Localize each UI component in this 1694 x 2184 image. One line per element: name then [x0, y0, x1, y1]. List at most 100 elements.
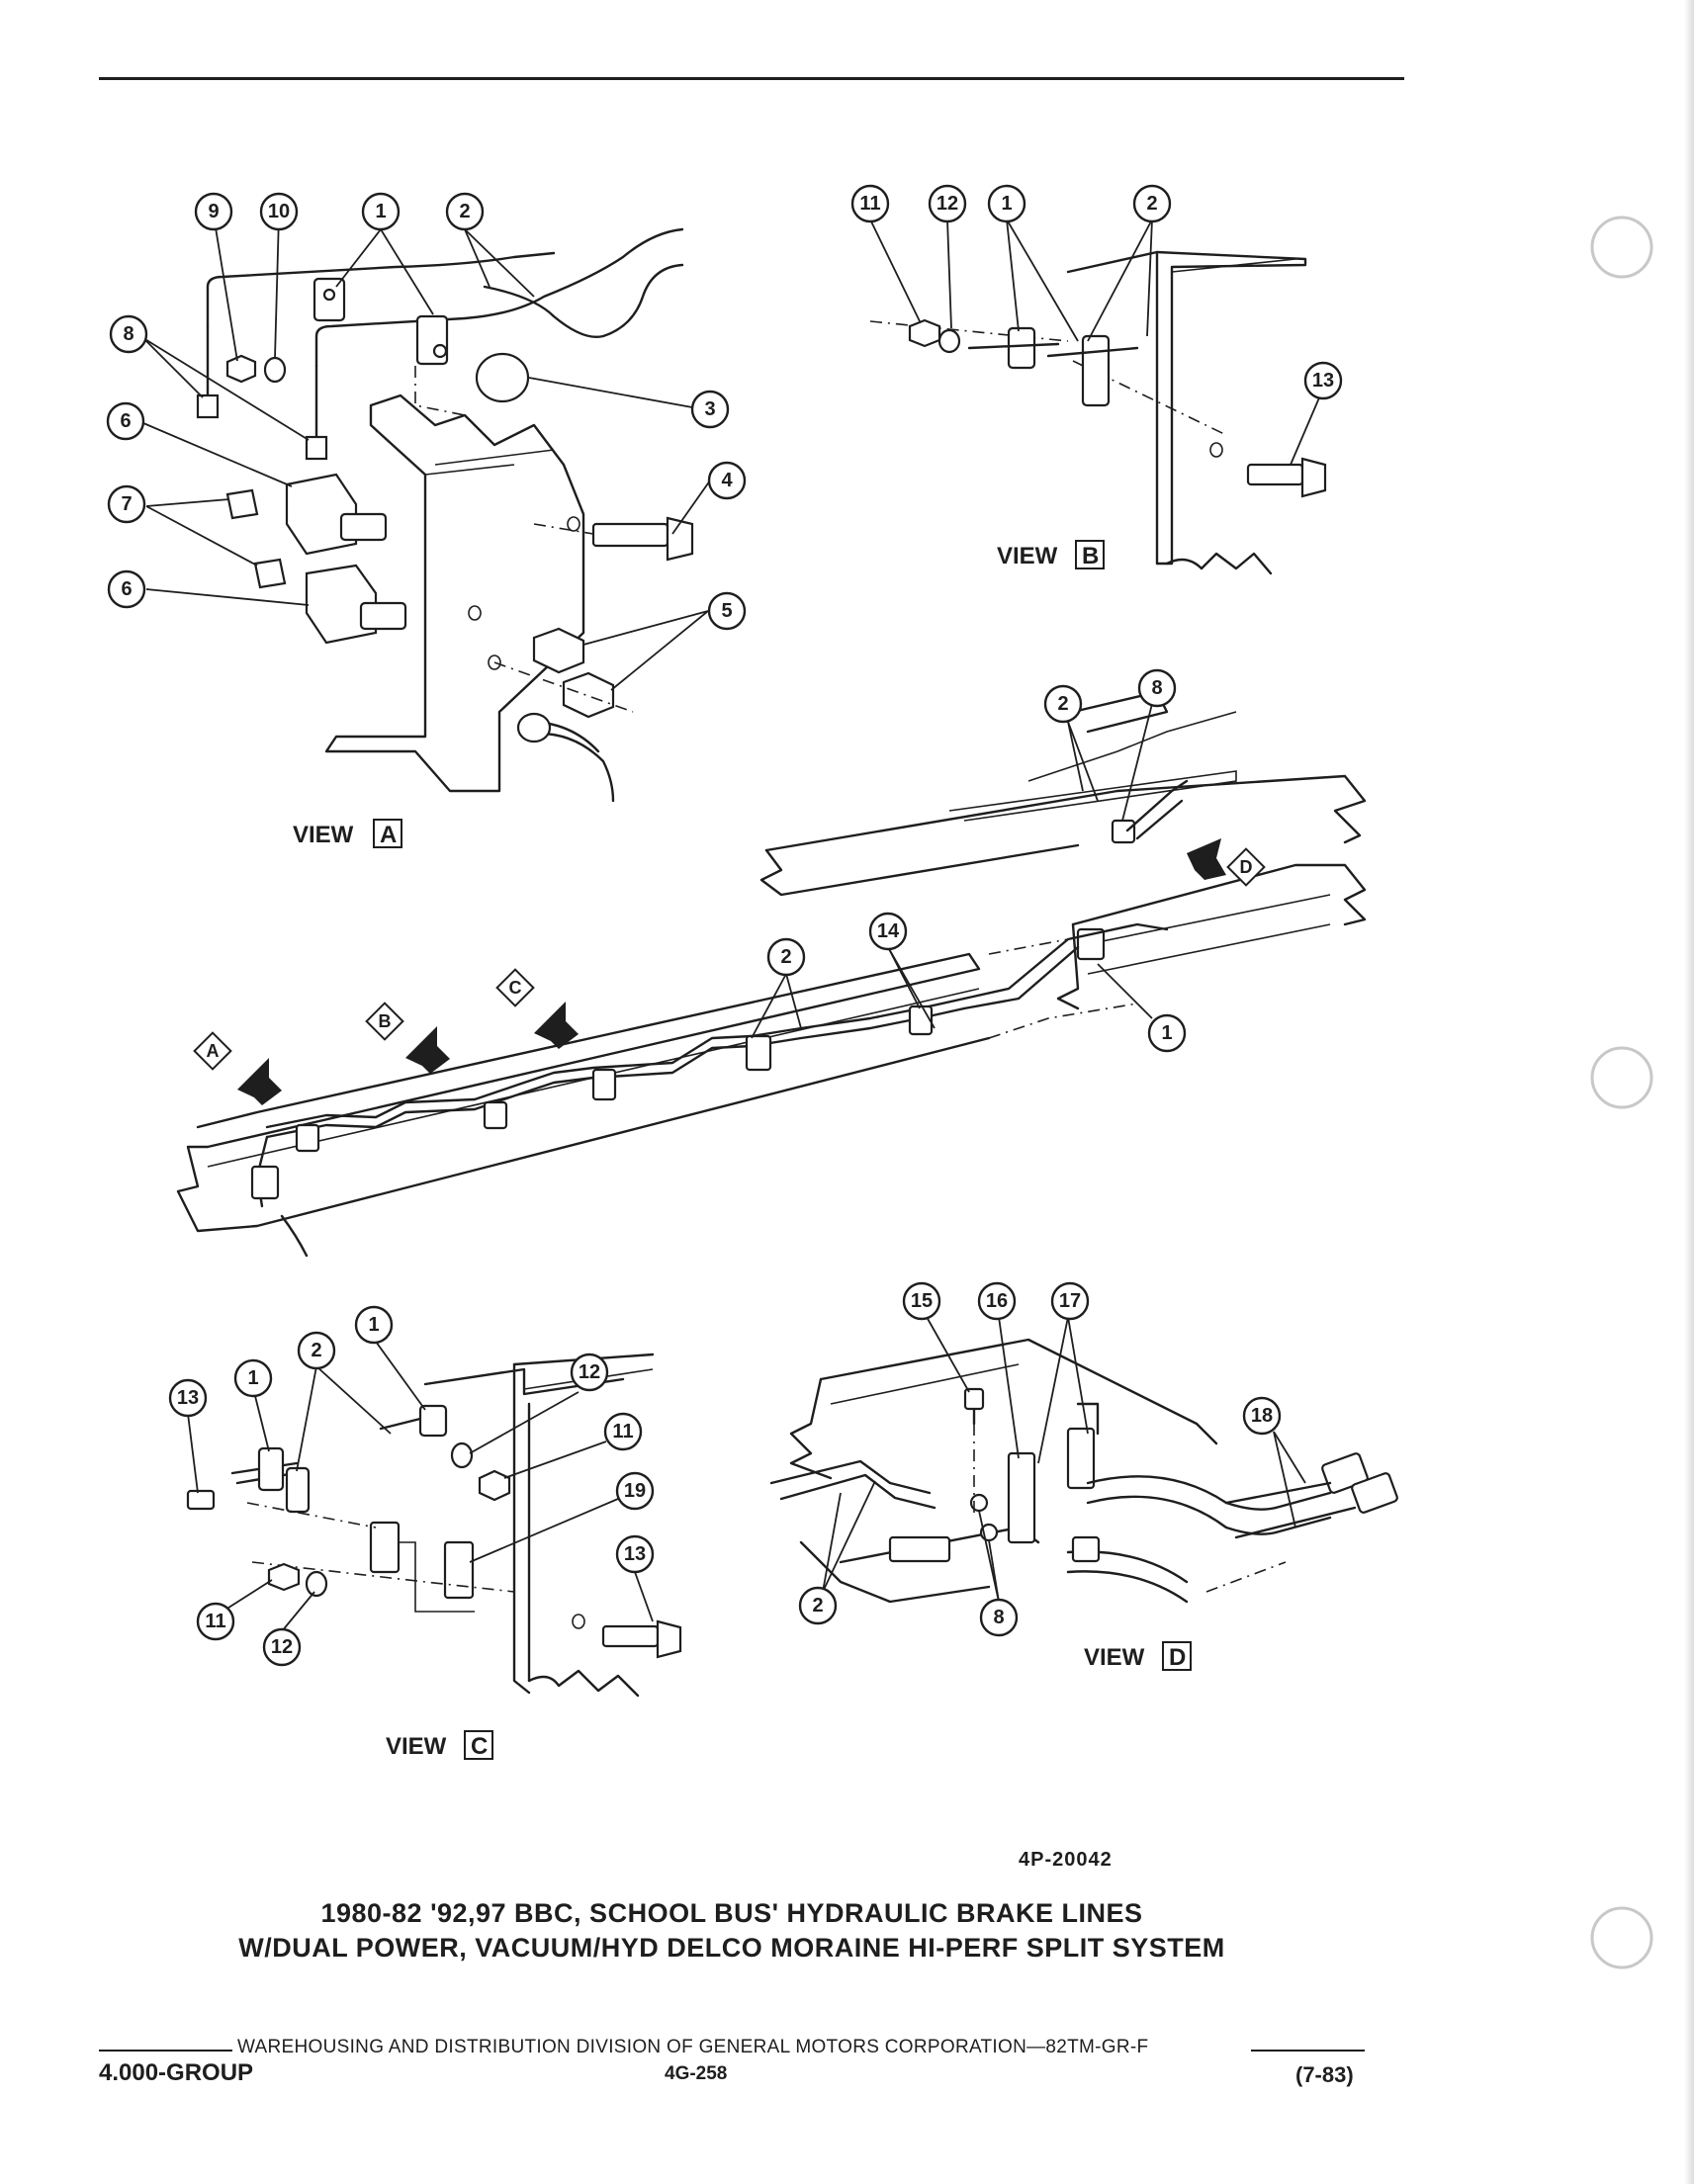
- svg-text:VIEW: VIEW: [386, 1733, 447, 1760]
- callout-12: 12: [570, 1353, 609, 1392]
- main-frame-callouts: 2 8 2 14 1: [766, 668, 1187, 1053]
- footer-rule-right: [1251, 2050, 1365, 2052]
- footer-group: 4.000-GROUP: [99, 2059, 254, 2086]
- svg-text:B: B: [1082, 543, 1099, 569]
- view-a-drawing: [196, 227, 694, 803]
- svg-text:C: C: [509, 978, 522, 998]
- svg-text:12: 12: [936, 193, 958, 215]
- callout-8: 8: [979, 1598, 1019, 1637]
- svg-text:A: A: [207, 1041, 220, 1061]
- callout-6: 6: [106, 401, 145, 441]
- svg-text:2: 2: [812, 1595, 823, 1616]
- callout-3: 3: [690, 390, 730, 429]
- svg-text:13: 13: [177, 1387, 199, 1409]
- svg-text:4: 4: [721, 470, 733, 491]
- svg-text:7: 7: [121, 493, 132, 515]
- callout-7: 7: [107, 484, 146, 524]
- callout-12: 12: [262, 1627, 302, 1667]
- callout-13: 13: [1303, 361, 1343, 400]
- callout-1: 1: [361, 192, 401, 231]
- svg-text:16: 16: [986, 1290, 1008, 1312]
- view-c-drawing: [186, 1353, 682, 1698]
- svg-text:2: 2: [1057, 693, 1068, 715]
- svg-text:12: 12: [579, 1361, 600, 1383]
- callout-13: 13: [615, 1534, 655, 1574]
- svg-text:1: 1: [375, 201, 386, 222]
- callout-5: 5: [707, 591, 747, 631]
- callout-9: 9: [194, 192, 233, 231]
- view-a-label: VIEW A: [293, 819, 402, 848]
- callout-18: 18: [1242, 1396, 1282, 1436]
- callout-1: 1: [987, 184, 1026, 223]
- svg-text:1: 1: [368, 1314, 379, 1336]
- binder-holes: [1590, 216, 1653, 1969]
- callout-14: 14: [868, 912, 908, 951]
- callout-11: 11: [196, 1602, 235, 1641]
- svg-text:19: 19: [624, 1480, 646, 1502]
- svg-text:14: 14: [877, 920, 900, 942]
- callout-6: 6: [107, 569, 146, 609]
- svg-text:18: 18: [1251, 1405, 1273, 1427]
- svg-text:9: 9: [208, 201, 219, 222]
- svg-text:13: 13: [624, 1543, 646, 1565]
- svg-text:A: A: [380, 822, 397, 848]
- callout-19: 19: [615, 1471, 655, 1511]
- svg-text:2: 2: [459, 201, 470, 222]
- figure-title-line-1: 1980-82 '92,97 BBC, SCHOOL BUS' HYDRAULI…: [320, 1898, 1143, 1928]
- svg-text:2: 2: [311, 1340, 321, 1361]
- svg-text:11: 11: [612, 1421, 633, 1442]
- callout-11: 11: [850, 184, 890, 223]
- svg-text:1: 1: [1161, 1022, 1172, 1044]
- svg-text:17: 17: [1059, 1290, 1081, 1312]
- callout-2: 2: [766, 937, 806, 977]
- callout-2: 2: [1043, 684, 1083, 724]
- callout-2: 2: [445, 192, 485, 231]
- view-b-label: VIEW B: [997, 540, 1105, 569]
- svg-text:B: B: [379, 1011, 392, 1031]
- view-b-callouts: 11 12 1 2 13: [850, 184, 1343, 400]
- callout-1: 1: [1147, 1013, 1187, 1053]
- top-rule: [99, 77, 1404, 80]
- svg-text:VIEW: VIEW: [997, 543, 1058, 569]
- view-c-leaders: [187, 1334, 654, 1632]
- svg-text:1: 1: [247, 1367, 258, 1389]
- svg-text:VIEW: VIEW: [1084, 1644, 1145, 1671]
- callout-11: 11: [603, 1412, 643, 1451]
- view-a-leaders: [142, 215, 711, 691]
- svg-text:12: 12: [271, 1636, 293, 1658]
- svg-text:11: 11: [205, 1611, 225, 1632]
- callout-1: 1: [354, 1305, 394, 1345]
- page-edge-shadow: [1684, 0, 1694, 2184]
- footer-date: (7-83): [1295, 2062, 1354, 2087]
- callout-16: 16: [977, 1281, 1017, 1321]
- svg-text:2: 2: [780, 946, 791, 968]
- svg-text:13: 13: [1312, 370, 1334, 392]
- view-d-drawing: [769, 1338, 1398, 1604]
- view-b-arrow: B: [365, 1002, 450, 1074]
- callout-1: 1: [233, 1358, 273, 1398]
- view-c-label: VIEW C: [386, 1730, 493, 1760]
- callout-17: 17: [1050, 1281, 1090, 1321]
- svg-text:5: 5: [721, 600, 732, 622]
- footer-rule-left: [99, 2050, 232, 2052]
- callout-2: 2: [297, 1331, 336, 1370]
- view-d-callouts: 15 16 17 18 2 8: [798, 1281, 1282, 1637]
- view-d-arrow: D: [1187, 838, 1266, 887]
- callout-12: 12: [928, 184, 967, 223]
- view-c-callouts: 1 13 1 2 12 11 19 13 11 12: [168, 1305, 655, 1667]
- svg-text:6: 6: [121, 578, 132, 600]
- footer-division-line: WAREHOUSING AND DISTRIBUTION DIVISION OF…: [237, 2037, 1149, 2057]
- callout-2: 2: [1132, 184, 1172, 223]
- footer-page-number: 4G-258: [665, 2063, 728, 2084]
- svg-text:VIEW: VIEW: [293, 822, 354, 848]
- svg-text:11: 11: [859, 193, 880, 215]
- svg-text:1: 1: [1001, 193, 1012, 215]
- view-b-leaders: [869, 218, 1321, 466]
- svg-text:8: 8: [123, 323, 134, 345]
- svg-text:2: 2: [1146, 193, 1157, 215]
- callout-8: 8: [109, 314, 148, 354]
- svg-text:8: 8: [1151, 677, 1162, 699]
- figure-title-line-2: W/DUAL POWER, VACUUM/HYD DELCO MORAINE H…: [238, 1933, 1225, 1963]
- svg-text:D: D: [1240, 857, 1253, 877]
